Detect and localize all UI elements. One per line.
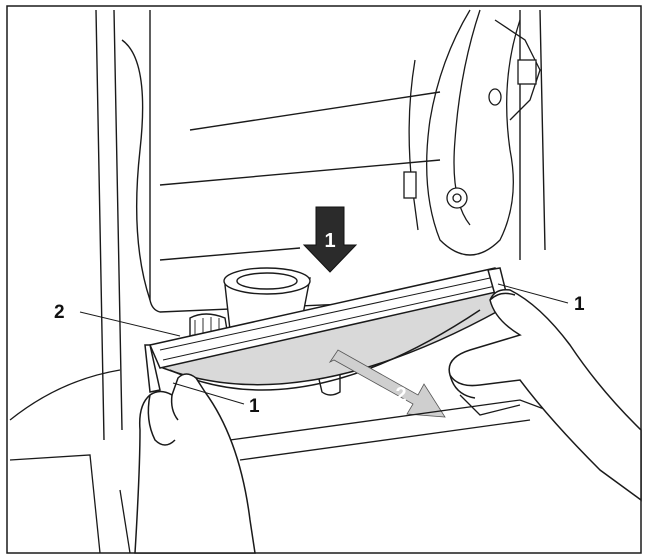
callout-left-1: 1: [249, 396, 260, 417]
drawer-latch: [459, 394, 521, 416]
harness-loop: [426, 9, 521, 256]
right-thumb-tip: [489, 292, 516, 301]
shelf-rail-3: [159, 247, 301, 261]
cavity-left-wall: [149, 10, 441, 313]
tray-bottom-curve: [169, 309, 481, 391]
coil-ridges: [194, 317, 220, 334]
down-arrow-label: 1: [324, 230, 335, 252]
sensor-knob-center: [452, 193, 462, 203]
left-hand: [134, 373, 256, 554]
right-hand: [448, 288, 642, 502]
connector-right: [517, 59, 537, 85]
pull-arrow-shape: [328, 349, 446, 418]
duct-rim-inner: [236, 272, 298, 290]
harness-clip: [488, 88, 502, 106]
drawer-front-mid: [239, 419, 531, 461]
down-arrow-shape: [302, 206, 358, 273]
left-shelf-edge: [9, 369, 121, 421]
callout-left-2: 2: [54, 302, 65, 323]
left-thumb: [147, 394, 176, 446]
tray-end-cap-left: [144, 344, 161, 393]
leader-right-1: [497, 283, 569, 304]
tray: [144, 267, 509, 393]
callout-right-1: 1: [574, 294, 585, 315]
pull-arrow-label: 2: [395, 384, 406, 406]
leader-lines: [79, 283, 569, 405]
left-bin: [9, 454, 101, 554]
left-door-edge: [95, 9, 123, 441]
tray-inner-edge: [159, 277, 491, 351]
right-finger: [449, 374, 476, 399]
shelf-rail-1: [189, 91, 441, 131]
figure-border: [6, 5, 642, 554]
harness-wire-right: [494, 19, 541, 121]
leader-left-2: [79, 311, 181, 337]
tray-lip: [162, 284, 501, 361]
right-hand-palm: [448, 288, 642, 502]
wiring-harness: [403, 9, 541, 256]
pull-arrow-2: 2: [328, 349, 446, 418]
cavity-right-wall: [519, 9, 546, 260]
down-arrow-1: 1: [302, 206, 358, 273]
door-seal-curve: [121, 39, 151, 301]
left-knuckle: [170, 394, 179, 421]
leader-left-1: [172, 382, 245, 405]
shelf-rail-2: [159, 159, 441, 186]
appliance-cavity: [95, 9, 546, 441]
left-hand-palm: [134, 373, 256, 554]
connector-left: [403, 171, 417, 199]
left-bin-inner: [119, 489, 131, 554]
